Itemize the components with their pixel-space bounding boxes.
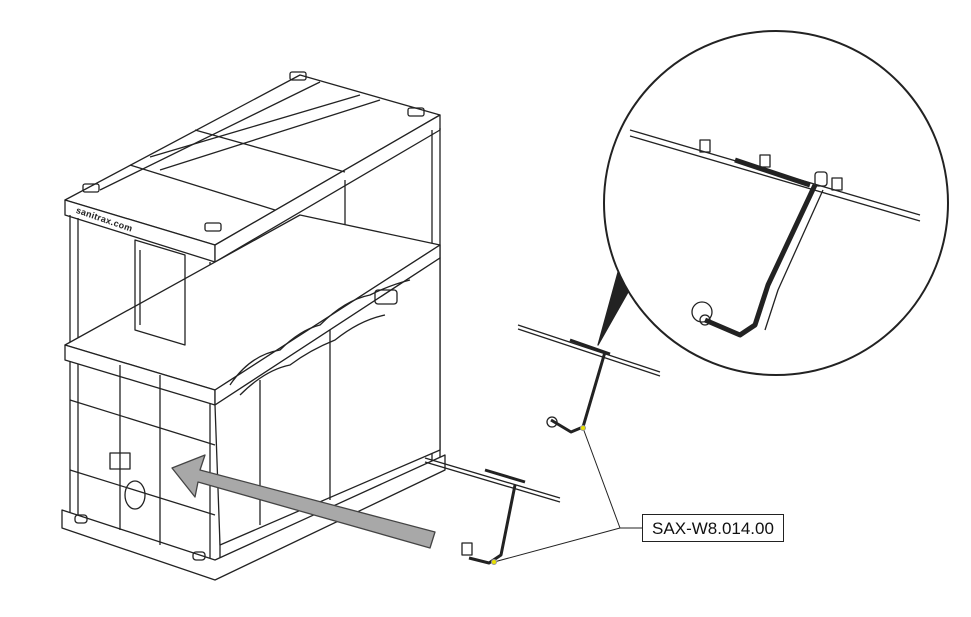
part-lower xyxy=(424,457,561,565)
part-middle xyxy=(517,324,661,434)
direction-arrow xyxy=(171,454,436,549)
container-roof xyxy=(64,71,441,263)
container-frame xyxy=(61,128,446,581)
leader-lines xyxy=(491,425,643,565)
part-number-label: SAX-W8.014.00 xyxy=(642,514,784,542)
magnified-detail xyxy=(597,30,949,376)
